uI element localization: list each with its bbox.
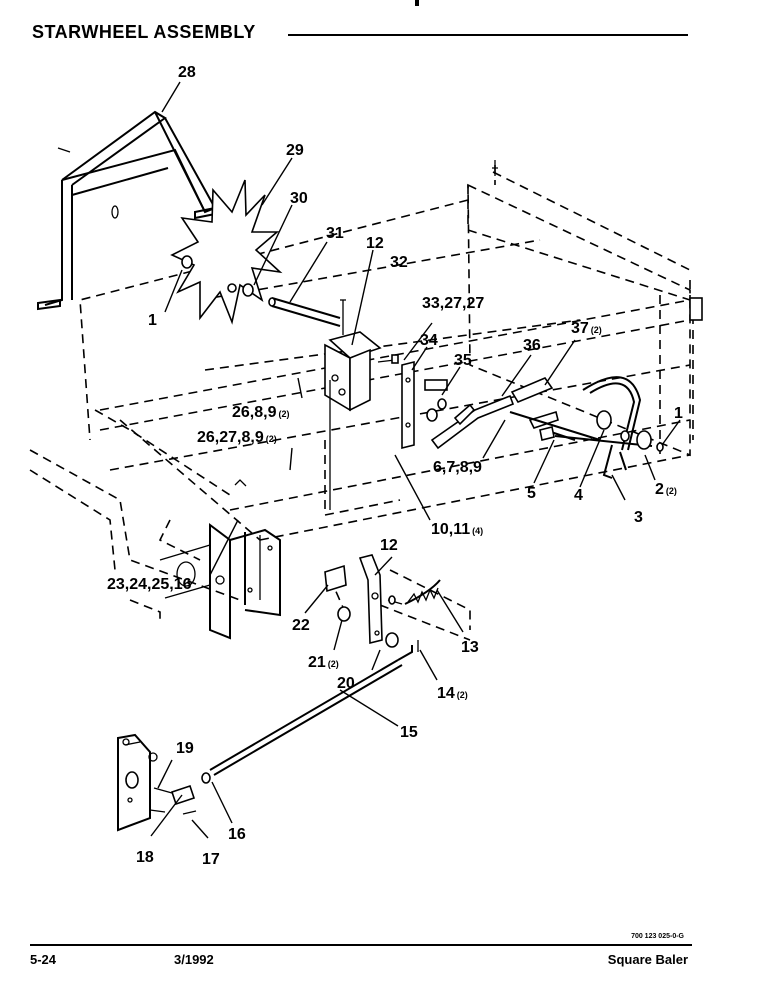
product-name: Square Baler xyxy=(607,952,688,967)
bracket-and-spacer xyxy=(377,354,448,450)
callout-29: 29 xyxy=(286,142,304,159)
rod-and-hook xyxy=(509,297,703,479)
callout-20: 20 xyxy=(337,675,355,692)
callout-32: 32 xyxy=(390,254,408,271)
callout-35: 35 xyxy=(454,352,472,369)
lower-mount-bracket xyxy=(117,733,211,832)
drawing-code: 700 123 025-0-G xyxy=(631,933,684,940)
callout-2: 2(2) xyxy=(655,481,677,498)
title-rule xyxy=(288,34,688,36)
callout-13: 13 xyxy=(461,639,479,656)
callout-34: 34 xyxy=(420,332,438,349)
callout-15: 15 xyxy=(400,724,418,741)
linkage-arm xyxy=(430,394,515,450)
callout-12-upper: 12 xyxy=(366,235,384,252)
callout-12-lower: 12 xyxy=(380,537,398,554)
bellcrank-and-spring xyxy=(324,554,441,652)
long-control-rod xyxy=(209,645,413,776)
callout-14: 14(2) xyxy=(437,685,468,702)
callout-4: 4 xyxy=(574,487,583,504)
a-frame-bracket xyxy=(37,110,217,311)
callout-5: 5 xyxy=(527,485,536,502)
callout-37: 37(2) xyxy=(571,320,602,337)
callout-30: 30 xyxy=(290,190,308,207)
callout-22: 22 xyxy=(292,617,310,634)
starwheel xyxy=(170,179,283,325)
page-number: 5-24 xyxy=(30,952,57,967)
footer-rule xyxy=(30,944,692,946)
callout-16: 16 xyxy=(228,826,246,843)
top-edge-mark xyxy=(415,0,419,6)
callout-1-right: 1 xyxy=(674,405,683,422)
bearing-housing xyxy=(324,299,382,510)
page-header: STARWHEEL ASSEMBLY xyxy=(0,0,772,60)
callout-6-7-8-9: 6,7,8,9 xyxy=(433,459,482,476)
callout-36: 36 xyxy=(523,337,541,354)
callout-17: 17 xyxy=(202,851,220,868)
callout-18: 18 xyxy=(136,849,154,866)
callout-28: 28 xyxy=(178,64,196,81)
washer-and-shaft xyxy=(181,255,341,327)
callout-26-8-9: 26,8,9(2) xyxy=(232,404,289,421)
revision-date: 3/1992 xyxy=(174,952,214,967)
callout-31: 31 xyxy=(326,225,344,242)
sleeves xyxy=(510,377,559,429)
callout-21: 21(2) xyxy=(308,654,339,671)
page-title: STARWHEEL ASSEMBLY xyxy=(32,22,256,42)
callout-leaders xyxy=(150,81,681,839)
callout-1-left: 1 xyxy=(148,312,157,329)
callout-3: 3 xyxy=(634,509,643,526)
callout-23-24-25-16: 23,24,25,16 xyxy=(107,576,192,593)
callout-10-11: 10,11(4) xyxy=(431,521,483,538)
callout-labels: 28 29 30 31 12 32 1 33,27,27 34 35 36 37… xyxy=(107,64,683,868)
callout-33-27-27: 33,27,27 xyxy=(422,295,484,312)
callout-26-27-8-9: 26,27,8,9(2) xyxy=(197,429,277,446)
left-mount-plates xyxy=(159,479,281,640)
callout-19: 19 xyxy=(176,740,194,757)
